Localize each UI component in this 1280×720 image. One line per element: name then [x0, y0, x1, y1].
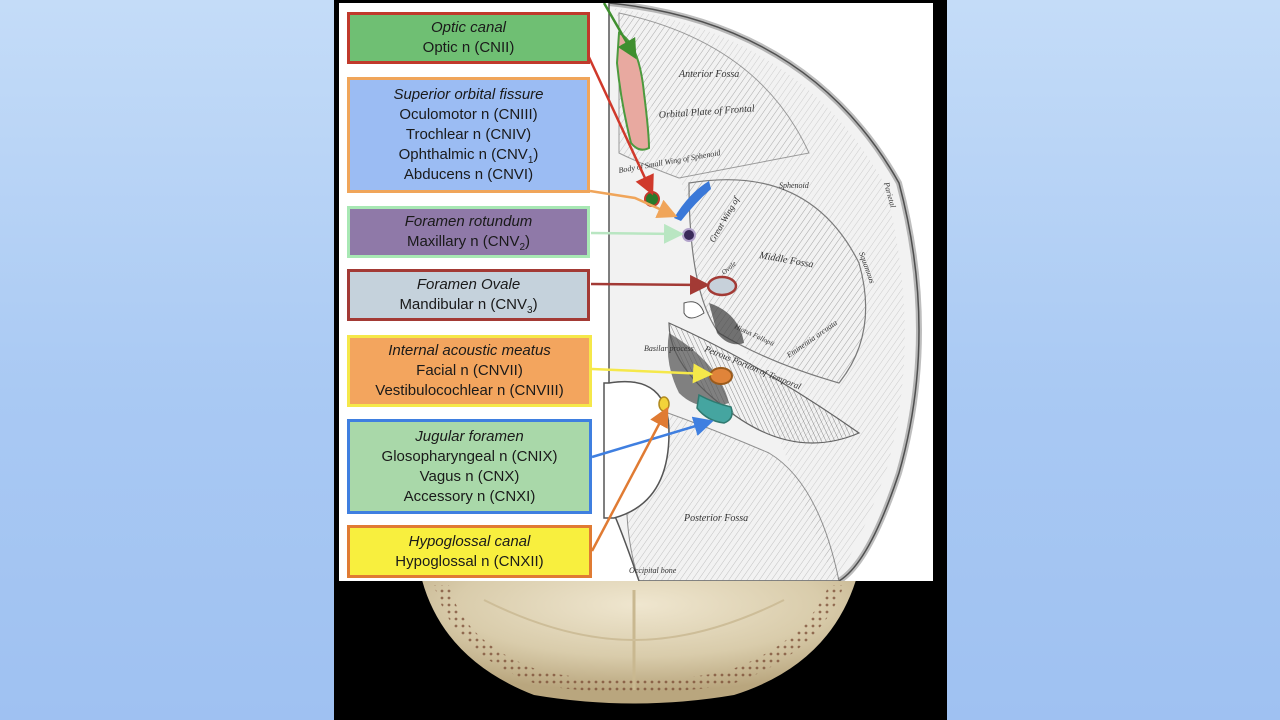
abducens-text: Abducens n (CNVI)	[403, 166, 534, 183]
label-internal-acoustic-meatus: Internal acoustic meatus Facial n (CNVII…	[347, 335, 592, 407]
hypoglossal-title: Hypoglossal canal	[408, 532, 531, 550]
hypoglossal-text: Hypoglossal n (CNXII)	[395, 552, 544, 570]
figure-stage: Anterior Fossa Orbital Plate of Frontal …	[334, 0, 947, 720]
label-superior-orbital-fissure: Superior orbital fissure Oculomotor n (C…	[347, 77, 590, 193]
vestibulocochlear-text: Vestibulocochlear n (CNVIII)	[375, 382, 564, 399]
oculomotor-text: Oculomotor n (CNIII)	[399, 106, 538, 123]
ophthalmic-text: Ophthalmic n (CNV1)	[398, 146, 539, 166]
facial-text: Facial n (CNVII)	[416, 362, 523, 379]
glossopharyngeal-text: Glosopharyngeal n (CNIX)	[381, 447, 558, 465]
engraving-label: Occipital bone	[629, 566, 677, 575]
ovale-title: Foramen Ovale	[416, 276, 521, 293]
skull-photo	[422, 580, 856, 704]
trochlear-text: Trochlear n (CNIV)	[405, 126, 532, 143]
maxillary-text: Maxillary n (CNV2)	[406, 233, 531, 253]
engraving-label: Posterior Fossa	[683, 513, 748, 524]
diagram-panel: Anterior Fossa Orbital Plate of Frontal …	[339, 3, 933, 581]
label-hypoglossal-canal: Hypoglossal canal Hypoglossal n (CNXII)	[347, 525, 592, 578]
label-optic-canal: Optic canal Optic n (CNII)	[347, 12, 590, 64]
iam-title: Internal acoustic meatus	[388, 342, 551, 359]
jugular-title: Jugular foramen	[415, 427, 524, 445]
rotundum-title: Foramen rotundum	[404, 213, 533, 230]
accessory-text: Accessory n (CNXI)	[403, 487, 536, 505]
label-jugular-foramen: Jugular foramen Glosopharyngeal n (CNIX)…	[347, 419, 592, 514]
mandibular-text: Mandibular n (CNV3)	[399, 296, 538, 316]
engraving-label: Anterior Fossa	[678, 69, 739, 80]
label-foramen-rotundum: Foramen rotundum Maxillary n (CNV2)	[347, 206, 590, 258]
engraving-label: Basilar process	[644, 344, 694, 353]
optic-nerve-text: Optic n (CNII)	[422, 39, 515, 56]
sof-title: Superior orbital fissure	[393, 86, 544, 103]
vagus-text: Vagus n (CNX)	[419, 467, 520, 485]
engraving-label: Sphenoid	[779, 181, 810, 190]
optic-canal-title: Optic canal	[430, 19, 507, 36]
label-foramen-ovale: Foramen Ovale Mandibular n (CNV3)	[347, 269, 590, 321]
